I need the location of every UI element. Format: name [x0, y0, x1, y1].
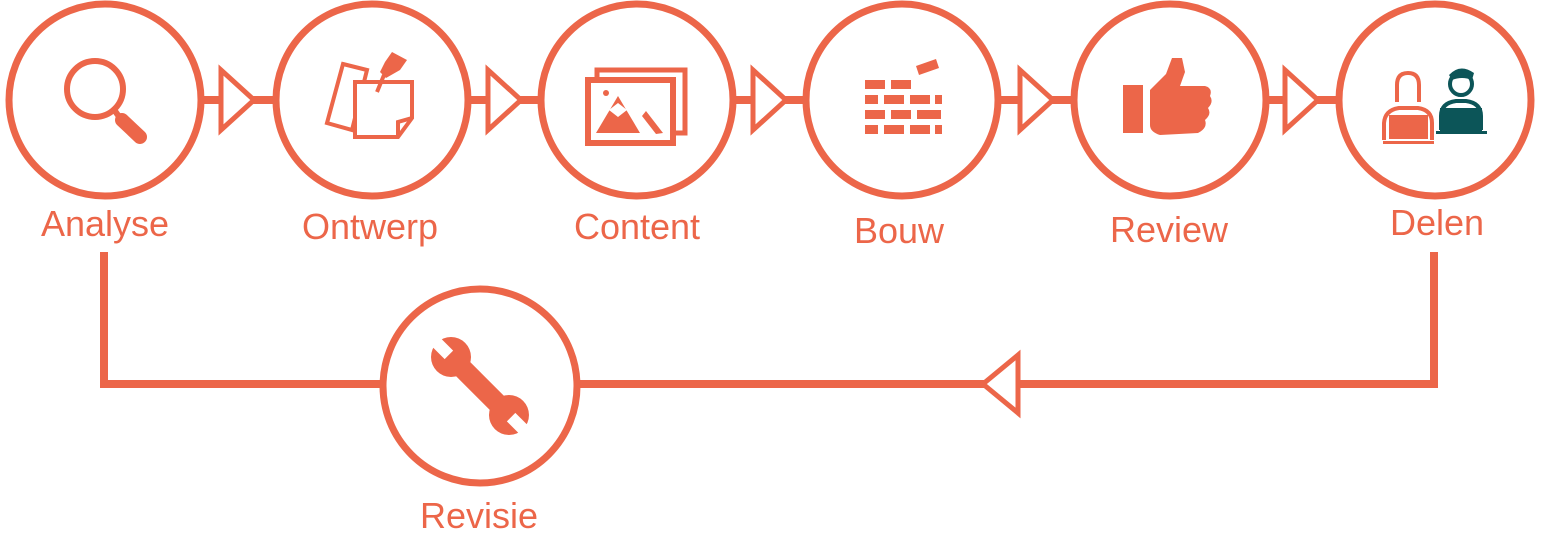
step-label-bouw: Bouw	[853, 210, 945, 251]
people-laptops-icon	[1382, 68, 1487, 144]
step-circle-analyse	[5, 0, 205, 200]
images-icon	[585, 67, 688, 146]
wrench-icon	[430, 336, 530, 436]
brick-wall-icon	[865, 59, 942, 134]
arrow-right-icon	[1017, 64, 1057, 136]
arrow-right-icon	[750, 64, 790, 136]
magnifier-icon	[64, 58, 147, 144]
step-label-ontwerp: Ontwerp	[301, 206, 439, 247]
pinned-notes-icon	[324, 52, 414, 139]
arrow-right-icon	[1282, 64, 1322, 136]
step-label-revisie: Revisie	[419, 495, 539, 536]
return-line-left	[100, 252, 383, 388]
step-circle-delen	[1335, 0, 1535, 200]
arrow-right-icon	[485, 64, 525, 136]
step-label-content: Content	[573, 206, 701, 247]
return-line-right	[577, 252, 1438, 388]
step-label-delen: Delen	[1389, 202, 1485, 243]
arrow-right-icon	[218, 64, 258, 136]
step-label-review: Review	[1109, 209, 1229, 250]
arrow-left-icon	[979, 349, 1021, 419]
thumbs-up-icon	[1123, 58, 1212, 135]
step-circle-content	[537, 0, 737, 200]
step-label-analyse: Analyse	[40, 203, 170, 244]
